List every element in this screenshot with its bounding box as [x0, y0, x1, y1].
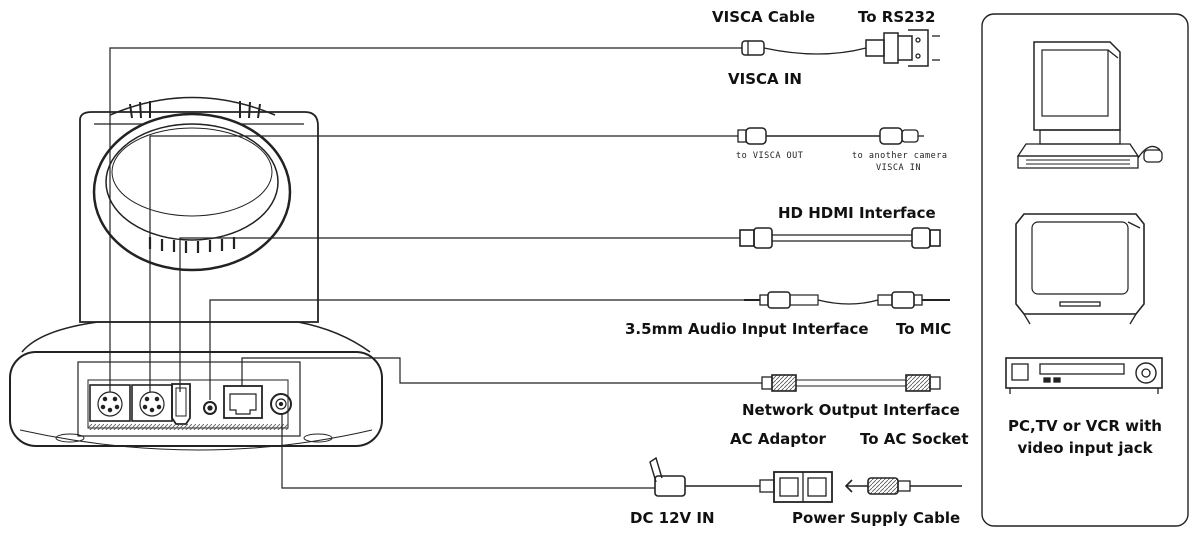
ptz-camera-body: [9, 96, 383, 451]
another-camera-visca-in-label: VISCA IN: [876, 163, 921, 173]
to-another-camera-label: to another camera: [852, 151, 948, 161]
display-devices-panel: [981, 13, 1189, 527]
vcr-icon: [1005, 357, 1163, 394]
arrow-left-icon: [844, 479, 868, 493]
device-caption: PC,TV or VCR with video input jack: [982, 415, 1188, 459]
visca-rs232-cable: [741, 29, 940, 67]
device-caption-line1: PC,TV or VCR with: [1008, 417, 1162, 435]
hdmi-port: [171, 383, 191, 425]
hdmi-cable: [739, 227, 941, 249]
to-ac-socket-label: To AC Socket: [860, 430, 969, 448]
connection-lines: [109, 47, 762, 489]
audio-input-interface-label: 3.5mm Audio Input Interface: [625, 320, 869, 338]
network-port: [223, 385, 263, 419]
power-port: [270, 393, 292, 415]
hd-hdmi-interface-label: HD HDMI Interface: [778, 204, 936, 222]
audio-jack: [203, 401, 217, 415]
computer-icon: [1016, 41, 1163, 169]
visca-chain-cable: [737, 127, 924, 145]
to-visca-out-label: to VISCA OUT: [736, 151, 804, 161]
audio-cable: [744, 291, 950, 309]
tv-icon: [1015, 213, 1145, 325]
to-mic-label: To MIC: [896, 320, 952, 338]
power-supply-chain: [649, 456, 962, 503]
rs232-db9-connector: [908, 29, 929, 67]
power-supply-cable-label: Power Supply Cable: [792, 509, 961, 527]
visca-in-label: VISCA IN: [728, 70, 802, 88]
network-cable: [761, 374, 941, 392]
ac-adaptor-label: AC Adaptor: [730, 430, 826, 448]
dc-12v-in-label: DC 12V IN: [630, 509, 715, 527]
visca-cable-label: VISCA Cable: [712, 8, 816, 26]
device-caption-line2: video input jack: [1017, 439, 1153, 457]
network-output-interface-label: Network Output Interface: [742, 401, 960, 419]
to-rs232-label: To RS232: [858, 8, 936, 26]
